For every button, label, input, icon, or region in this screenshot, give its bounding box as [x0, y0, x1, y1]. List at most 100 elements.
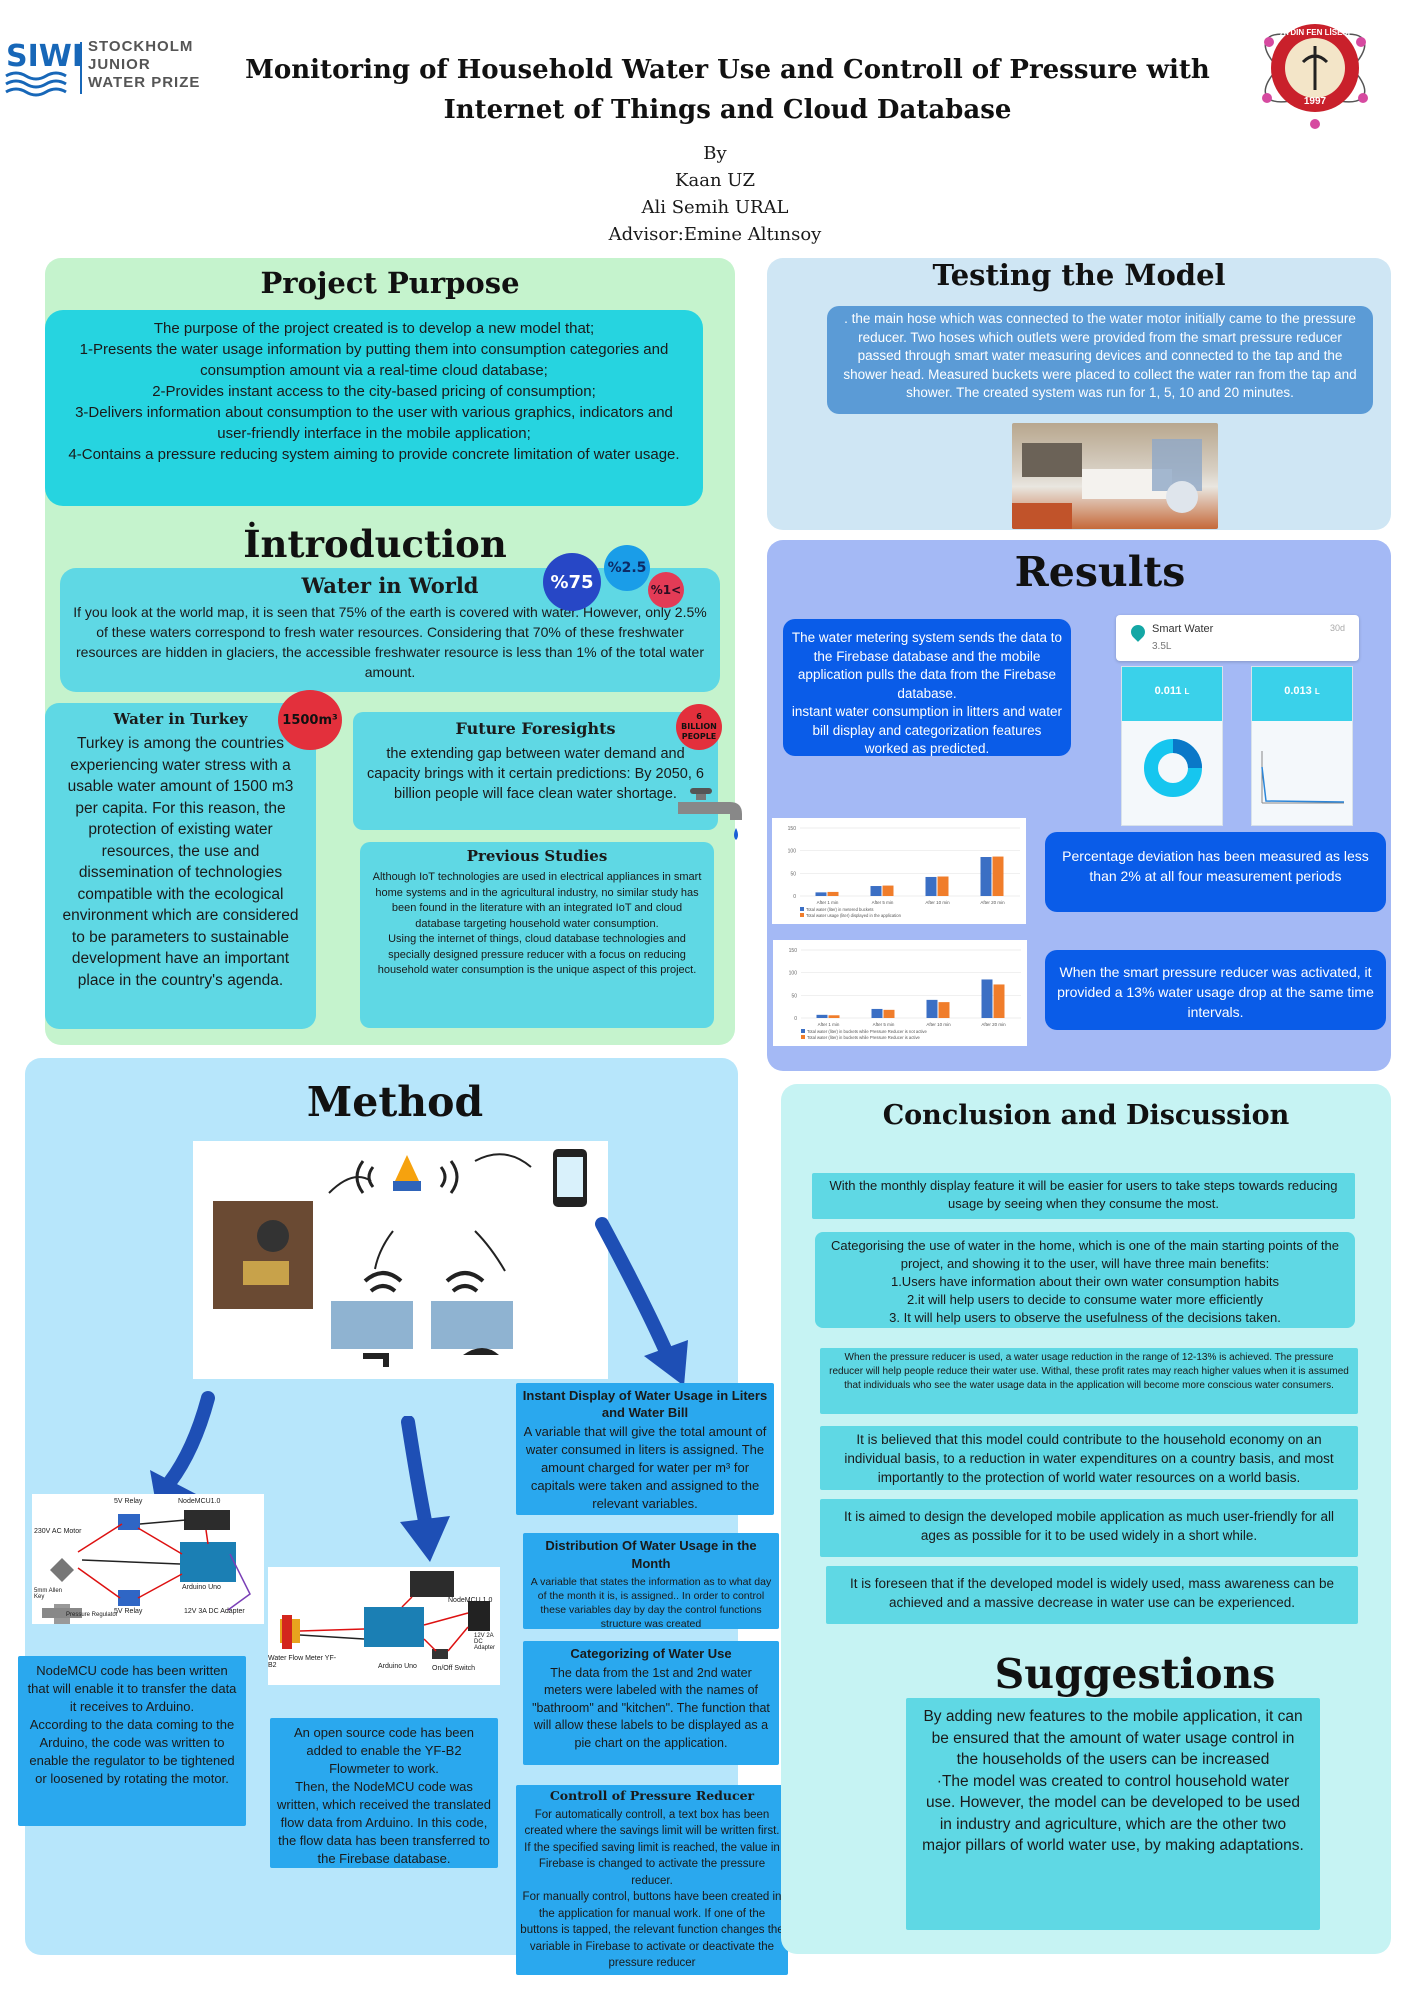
bar-2	[882, 885, 894, 896]
bar-2	[938, 1002, 950, 1018]
faucet-icon	[672, 784, 748, 850]
y-tick-label: 50	[790, 871, 796, 877]
previous-studies-text: Although IoT technologies are used in el…	[372, 871, 702, 977]
notification-card: Smart Water 3.5L 30d	[1116, 615, 1359, 661]
future-foresights-title: Future Foresights	[455, 719, 616, 738]
phone-2-number: 0.013	[1284, 685, 1312, 697]
previous-studies-box: Previous Studies Although IoT technologi…	[360, 842, 714, 1028]
phone-2-line-chart	[1261, 751, 1345, 804]
water-turkey-text: Turkey is among the countries experienci…	[62, 735, 299, 989]
svg-text:SIWI: SIWI	[6, 39, 83, 74]
y-tick-label: 150	[788, 826, 797, 832]
x-tick-label: After 20 min	[981, 1022, 1006, 1027]
test-setup-photo	[1012, 423, 1218, 529]
phone-screenshot-1: 0.011 L	[1121, 666, 1223, 826]
x-tick-label: After 1 min	[817, 900, 839, 905]
circuit-1-adapter: 12V 3A DC Adapter	[184, 1608, 245, 1615]
conclusion-item-1: With the monthly display feature it will…	[812, 1173, 1355, 1219]
logo-line-3: WATER PRIZE	[88, 74, 201, 91]
school-arc-text: AYDIN FEN LİSESİ	[1280, 28, 1350, 37]
poster-title: Monitoring of Household Water Use and Co…	[245, 55, 1210, 125]
siwi-logo-graphic: SIWI	[5, 39, 83, 97]
bar-1	[925, 876, 937, 896]
categorizing-box: Categorizing of Water Use The data from …	[523, 1641, 779, 1765]
phone-1-value: 0.011 L	[1122, 685, 1222, 697]
siwi-logo: SIWI STOCKHOLM JUNIOR WATER PRIZE	[4, 36, 204, 98]
bubble-1: %1<	[648, 572, 684, 608]
control-title: Controll of Pressure Reducer	[549, 1788, 755, 1803]
control-text: For automatically controll, a text box h…	[520, 1808, 784, 1970]
school-logo: AYDIN FEN LİSESİ 1997	[1255, 6, 1375, 132]
control-box: Controll of Pressure Reducer For automat…	[516, 1785, 788, 1975]
instant-display-text: A variable that will give the total amou…	[523, 1424, 767, 1511]
bar-1	[981, 979, 993, 1018]
circuit-2-arduino: Arduino Uno	[378, 1663, 417, 1670]
purpose-box: The purpose of the project created is to…	[45, 310, 703, 506]
legend-label: Total water (liter) in buckets while Pre…	[807, 1029, 928, 1034]
circuit-diagram-1: 5V Relay NodeMCU1.0 230V AC Motor Arduin…	[32, 1494, 264, 1624]
conclusion-item-5: It is aimed to design the developed mobi…	[820, 1499, 1358, 1557]
future-foresights-text: the extending gap between water demand a…	[367, 745, 704, 802]
conclusion-item-4: It is believed that this model could con…	[820, 1426, 1358, 1490]
school-emblem-icon	[1262, 24, 1368, 129]
y-tick-label: 150	[789, 948, 798, 954]
nodemcu-code-box: NodeMCU code has been written that will …	[18, 1656, 246, 1826]
future-foresights-box: Future Foresights the extending gap betw…	[353, 712, 718, 830]
circuit-1-motor: 230V AC Motor	[34, 1528, 82, 1535]
by-label: By	[703, 143, 727, 164]
badge-6-billion: 6 BILLION PEOPLE	[676, 704, 722, 750]
distribution-text: A variable that states the information a…	[530, 1576, 772, 1630]
water-turkey-title: Water in Turkey	[113, 710, 248, 728]
categorizing-title: Categorizing of Water Use	[570, 1646, 732, 1661]
bar-2	[883, 1009, 895, 1018]
circuit-2-switch: On/Off Switch	[432, 1665, 476, 1672]
y-tick-label: 0	[793, 894, 796, 900]
suggestions-heading: Suggestions	[994, 1650, 1276, 1698]
y-tick-label: 0	[794, 1016, 797, 1022]
notification-time: 30d	[1330, 623, 1346, 633]
phone-screenshot-2: 0.013 L	[1251, 666, 1353, 826]
legend-label: Total water usage (liter) displayed in t…	[806, 913, 902, 918]
circuit-1-allen: 5mm Allen Key	[34, 1588, 63, 1600]
conclusion-item-2: Categorising the use of water in the hom…	[815, 1232, 1355, 1328]
distribution-box: Distribution Of Water Usage in the Month…	[523, 1533, 779, 1630]
water-world-text: If you look at the world map, it is seen…	[73, 604, 707, 681]
notification-app: Smart Water	[1152, 623, 1214, 635]
phone-2-value: 0.013 L	[1252, 685, 1352, 697]
bar-2	[937, 876, 949, 896]
previous-studies-title: Previous Studies	[466, 847, 608, 865]
circuit-2-adapter: 12V 2A DC Adapter	[474, 1633, 496, 1651]
water-world-title: Water in World	[301, 573, 479, 598]
water-drop-icon	[1128, 622, 1148, 642]
bar-1	[871, 1008, 883, 1018]
legend-swatch	[800, 907, 804, 911]
legend-label: Total water (liter) in buckets while Pre…	[807, 1035, 921, 1040]
phone-1-unit: L	[1184, 687, 1190, 696]
testing-heading: Testing the Model	[932, 258, 1226, 292]
notification-value: 3.5L	[1152, 641, 1172, 652]
author-2: Ali Semih URAL	[641, 197, 789, 218]
circuit-1-relay-bottom: 5V Relay	[114, 1608, 143, 1615]
instant-display-title: Instant Display of Water Usage in Liters…	[522, 1388, 768, 1420]
bubble-75: %75	[543, 553, 601, 611]
phone-1-number: 0.011	[1154, 685, 1182, 697]
advisor: Advisor:Emine Altınsoy	[608, 224, 822, 245]
circuit-1-regulator: Pressure Regulator	[66, 1612, 118, 1618]
logo-line-2: JUNIOR	[88, 56, 151, 73]
bubble-2-5: %2.5	[604, 545, 650, 591]
x-tick-label: After 10 min	[925, 900, 950, 905]
method-heading: Method	[306, 1078, 484, 1126]
bar-1	[870, 886, 882, 896]
bar-1	[980, 857, 992, 896]
phone-1-donut-chart	[1144, 739, 1202, 797]
circuit-2-nodemcu: NodeMCU 1.0	[448, 1597, 493, 1604]
bar-1	[926, 999, 938, 1018]
y-tick-label: 50	[791, 993, 797, 999]
bar-2	[992, 856, 1004, 896]
water-turkey-box: Water in Turkey Turkey is among the coun…	[45, 703, 316, 1029]
middle-arrow-icon	[388, 1415, 458, 1566]
circuit-1-nodemcu: NodeMCU1.0	[178, 1498, 221, 1505]
distribution-title: Distribution Of Water Usage in the Month	[545, 1538, 757, 1571]
results-box-3: When the smart pressure reducer was acti…	[1045, 950, 1386, 1030]
bar-2	[993, 984, 1005, 1018]
